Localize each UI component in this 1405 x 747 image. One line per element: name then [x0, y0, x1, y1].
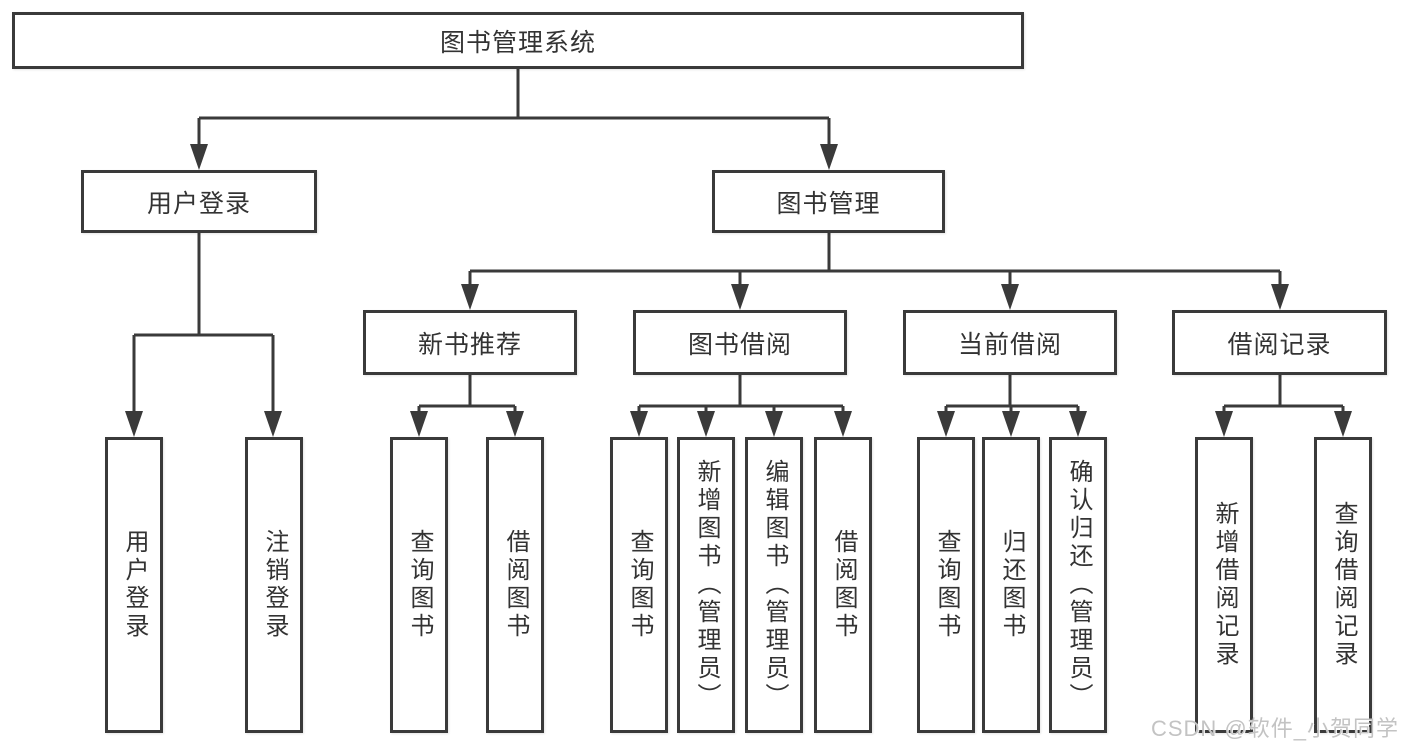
leaf-query-books-1-label: 查询图书: [406, 529, 433, 641]
leaf-borrow-books-2-label: 借阅图书: [830, 529, 857, 641]
leaf-borrow-books-1: 借阅图书: [486, 437, 544, 733]
node-current-borrowing: 当前借阅: [903, 310, 1117, 375]
node-book-borrowing-label: 图书借阅: [687, 330, 792, 359]
node-user-login: 用户登录: [81, 170, 317, 233]
leaf-query-books-2: 查询图书: [610, 437, 668, 733]
leaf-query-borrow-record: 查询借阅记录: [1314, 437, 1372, 733]
leaf-confirm-return-admin-label: 确认归还（管理员）: [1065, 459, 1092, 711]
node-root-label: 图书管理系统: [439, 28, 596, 57]
leaf-user-login-label: 用户登录: [121, 529, 148, 641]
leaf-user-login: 用户登录: [105, 437, 163, 733]
node-borrowing-records: 借阅记录: [1172, 310, 1387, 375]
leaf-add-books-admin-label: 新增图书（管理员）: [693, 459, 720, 711]
leaf-edit-books-admin: 编辑图书（管理员）: [745, 437, 803, 733]
leaf-query-books-3: 查询图书: [917, 437, 975, 733]
node-new-book-recommend: 新书推荐: [363, 310, 577, 375]
node-book-management: 图书管理: [712, 170, 945, 233]
leaf-confirm-return-admin: 确认归还（管理员）: [1049, 437, 1107, 733]
leaf-borrow-books-1-label: 借阅图书: [502, 529, 529, 641]
leaf-query-books-2-label: 查询图书: [626, 529, 653, 641]
node-book-borrowing: 图书借阅: [633, 310, 847, 375]
node-new-book-recommend-label: 新书推荐: [417, 330, 522, 359]
leaf-query-books-1: 查询图书: [390, 437, 448, 733]
leaf-return-books: 归还图书: [982, 437, 1040, 733]
leaf-add-books-admin: 新增图书（管理员）: [677, 437, 735, 733]
node-borrowing-records-label: 借阅记录: [1227, 330, 1332, 359]
node-root-library-system: 图书管理系统: [12, 12, 1024, 69]
leaf-logout: 注销登录: [245, 437, 303, 733]
node-book-management-label: 图书管理: [776, 189, 881, 218]
leaf-add-borrow-record: 新增借阅记录: [1195, 437, 1253, 733]
node-current-borrowing-label: 当前借阅: [957, 330, 1062, 359]
leaf-borrow-books-2: 借阅图书: [814, 437, 872, 733]
csdn-watermark: CSDN @软件_小贺同学: [1150, 716, 1399, 741]
leaf-add-borrow-record-label: 新增借阅记录: [1211, 501, 1238, 669]
leaf-query-books-3-label: 查询图书: [933, 529, 960, 641]
leaf-edit-books-admin-label: 编辑图书（管理员）: [761, 459, 788, 711]
leaf-return-books-label: 归还图书: [998, 529, 1025, 641]
leaf-query-borrow-record-label: 查询借阅记录: [1330, 501, 1357, 669]
leaf-logout-label: 注销登录: [261, 529, 288, 641]
node-user-login-label: 用户登录: [146, 189, 251, 218]
